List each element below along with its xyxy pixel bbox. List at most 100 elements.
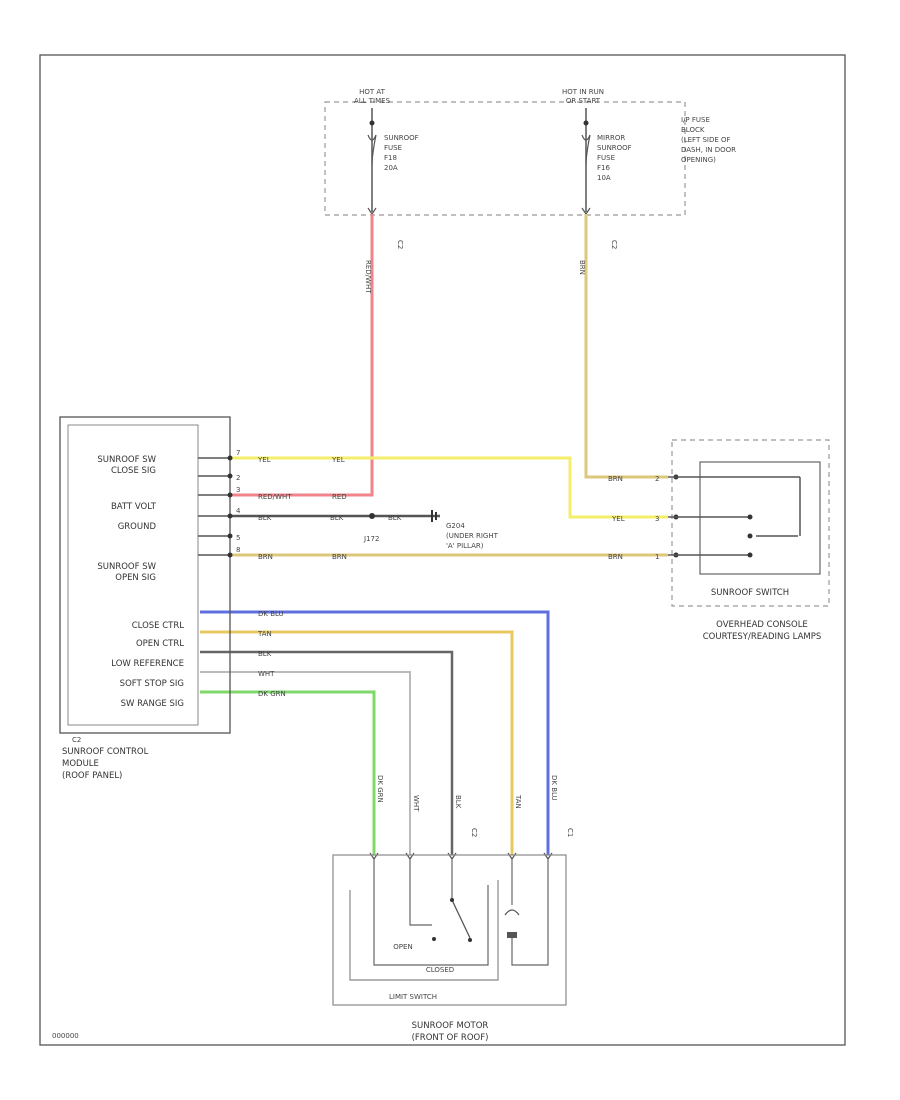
hot-at-all-times-label: HOT AT ALL TIMES xyxy=(354,88,391,105)
sunroof-fuse-f18: SUNROOF FUSE F18 20A xyxy=(367,108,419,212)
svg-text:SUNROOF: SUNROOF xyxy=(384,134,419,142)
label-open-ctrl: OPEN CTRL xyxy=(136,639,184,649)
svg-text:TAN: TAN xyxy=(514,794,522,809)
switch-name: SUNROOF SWITCH xyxy=(711,588,789,598)
svg-text:C2: C2 xyxy=(470,828,478,837)
svg-text:(FRONT OF ROOF): (FRONT OF ROOF) xyxy=(412,1033,489,1043)
svg-text:FUSE: FUSE xyxy=(384,144,402,152)
module-pin-close-sig-2: 2 xyxy=(198,473,240,482)
svg-text:I/P FUSE: I/P FUSE xyxy=(681,116,710,124)
svg-text:OPEN SIG: OPEN SIG xyxy=(115,573,156,583)
wire-label-red-wht: RED/WHT xyxy=(364,260,372,294)
diagram-id: 000000 xyxy=(52,1032,79,1040)
svg-text:COURTESY/READING LAMPS: COURTESY/READING LAMPS xyxy=(703,632,822,642)
svg-text:SUNROOF SW: SUNROOF SW xyxy=(97,455,156,465)
svg-text:J172: J172 xyxy=(363,535,379,543)
ground-g204: G204 (UNDER RIGHT 'A' PILLAR) xyxy=(431,510,499,550)
motor-wire-labels: DK GRN WHT BLK TAN DK BLU C2 C1 xyxy=(376,775,574,837)
wire-label-brn-fuse: BRN xyxy=(578,260,586,275)
wire-wht-soft-stop xyxy=(200,671,411,855)
hot-in-run-label: HOT IN RUN OR START xyxy=(562,88,604,105)
wire-red-wht-batt xyxy=(232,214,374,497)
svg-text:GROUND: GROUND xyxy=(118,522,157,532)
svg-text:C2: C2 xyxy=(610,240,618,249)
mirror-sunroof-fuse-f16: MIRROR SUNROOF FUSE F16 10A xyxy=(581,108,632,212)
motor-outline xyxy=(332,854,567,1006)
svg-text:7: 7 xyxy=(236,449,240,457)
svg-text:(ROOF PANEL): (ROOF PANEL) xyxy=(62,771,122,781)
motor-connector-pins xyxy=(369,852,553,861)
svg-text:HOT IN RUN: HOT IN RUN xyxy=(562,88,604,96)
svg-text:SUNROOF SW: SUNROOF SW xyxy=(97,562,156,572)
tag-dkblu: DK BLU xyxy=(258,610,284,618)
switch-inner xyxy=(699,461,821,575)
module-pin-open-sig: SUNROOF SW OPEN SIG 8 xyxy=(97,546,240,583)
svg-text:OVERHEAD CONSOLE: OVERHEAD CONSOLE xyxy=(716,620,808,630)
wire-tan-open-ctrl xyxy=(200,630,514,855)
open-contact-label: OPEN xyxy=(393,943,412,951)
motor-name: SUNROOF MOTOR (FRONT OF ROOF) xyxy=(412,1021,489,1043)
label-sw-range-sig: SW RANGE SIG xyxy=(121,699,184,709)
overhead-console-label: OVERHEAD CONSOLE COURTESY/READING LAMPS xyxy=(703,620,822,642)
tag-tan: TAN xyxy=(257,630,272,638)
svg-text:(UNDER RIGHT: (UNDER RIGHT xyxy=(446,532,499,540)
svg-text:HOT AT: HOT AT xyxy=(359,88,386,96)
svg-text:MODULE: MODULE xyxy=(62,759,99,769)
sunroof-control-module xyxy=(59,416,231,734)
svg-text:F16: F16 xyxy=(597,164,610,172)
svg-text:'A' PILLAR): 'A' PILLAR) xyxy=(446,542,484,550)
tag-brn-right: BRN xyxy=(608,475,623,483)
fuse-block-outline xyxy=(324,101,686,216)
svg-text:CLOSE SIG: CLOSE SIG xyxy=(111,466,156,476)
svg-text:SUNROOF MOTOR: SUNROOF MOTOR xyxy=(412,1021,489,1031)
limit-switch-internals xyxy=(349,859,549,981)
svg-text:BATT VOLT: BATT VOLT xyxy=(111,502,157,512)
svg-text:5: 5 xyxy=(236,534,240,542)
ip-fuse-block-label: I/P FUSE BLOCK (LEFT SIDE OF DASH, IN DO… xyxy=(681,116,736,164)
svg-text:MIRROR: MIRROR xyxy=(597,134,625,142)
wire-yel-close xyxy=(232,456,668,519)
tag-brn-2: BRN xyxy=(332,553,347,561)
module-pin-5: 5 xyxy=(198,533,240,542)
diagram-frame xyxy=(39,54,846,1046)
svg-text:DK GRN: DK GRN xyxy=(376,775,384,803)
wire-brn-fuse-switch xyxy=(584,214,668,479)
svg-text:BLK: BLK xyxy=(454,795,462,809)
svg-text:ALL TIMES: ALL TIMES xyxy=(354,97,391,105)
wire-dkblu-close-ctrl xyxy=(200,610,550,855)
svg-text:2: 2 xyxy=(655,475,659,483)
splice-j172: J172 xyxy=(363,513,379,543)
tag-red-wht: RED/WHT xyxy=(258,493,292,501)
tag-wht: WHT xyxy=(258,670,275,678)
svg-text:C1: C1 xyxy=(566,828,574,837)
label-soft-stop-sig: SOFT STOP SIG xyxy=(120,679,184,689)
tag-yel-2: YEL xyxy=(331,456,345,464)
svg-text:SUNROOF CONTROL: SUNROOF CONTROL xyxy=(62,747,149,757)
tag-blk-3: BLK xyxy=(388,514,402,522)
switch-outline xyxy=(671,439,830,607)
module-name: SUNROOF CONTROL MODULE (ROOF PANEL) xyxy=(62,747,149,781)
svg-text:OR START: OR START xyxy=(566,97,601,105)
tag-blk-2: BLK xyxy=(330,514,344,522)
svg-text:4: 4 xyxy=(236,507,241,515)
svg-text:8: 8 xyxy=(236,546,240,554)
svg-text:3: 3 xyxy=(236,486,240,494)
tag-dkgrn: DK GRN xyxy=(258,690,286,698)
svg-text:(LEFT SIDE OF: (LEFT SIDE OF xyxy=(681,136,731,144)
svg-text:G204: G204 xyxy=(446,522,465,530)
svg-text:WHT: WHT xyxy=(412,795,420,812)
tag-brn-1: BRN xyxy=(258,553,273,561)
tag-red: RED xyxy=(332,493,347,501)
svg-text:1: 1 xyxy=(655,553,659,561)
module-pin-close-sig: SUNROOF SW CLOSE SIG 7 xyxy=(97,449,240,476)
tag-blk-low: BLK xyxy=(258,650,272,658)
svg-text:3: 3 xyxy=(655,515,659,523)
limit-switch-label: LIMIT SWITCH xyxy=(389,993,437,1001)
tag-yel-1: YEL xyxy=(257,456,271,464)
module-pin-ground: GROUND 4 xyxy=(118,507,241,532)
svg-text:20A: 20A xyxy=(384,164,398,172)
label-low-reference: LOW REFERENCE xyxy=(111,659,184,669)
svg-text:10A: 10A xyxy=(597,174,611,182)
svg-text:FUSE: FUSE xyxy=(597,154,615,162)
